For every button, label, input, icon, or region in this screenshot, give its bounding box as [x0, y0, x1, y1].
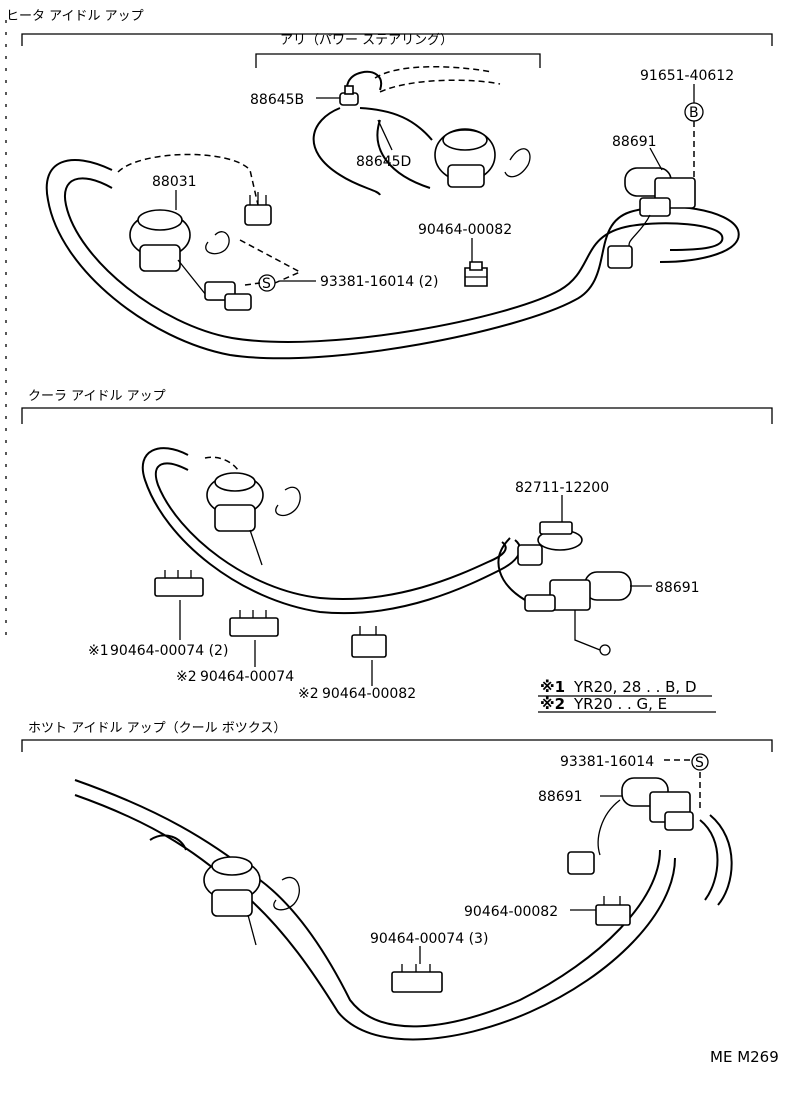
clip-90464-00074-a[interactable] — [154, 570, 204, 597]
note-underlines — [538, 695, 716, 713]
vacuum-hose-outer — [45, 159, 740, 360]
clip-90464-00074-b[interactable] — [229, 610, 279, 637]
clip-90464-00082-heater[interactable] — [464, 261, 488, 287]
callout-88691-hot: 88691 — [538, 789, 583, 805]
ps-hose-mid — [359, 107, 433, 141]
vacuum-hose-hot-outer — [74, 779, 661, 1028]
hose-clamp-82711[interactable] — [537, 521, 583, 551]
ps-idle-up-valve[interactable] — [434, 128, 531, 188]
model-notes: ※1 YR20, 28 . . B, D ※2 YR20 . . G, E — [538, 678, 716, 713]
hose-right-hot — [699, 814, 733, 906]
section-title-heater: ヒータ アイドル アップ — [6, 9, 144, 24]
callout-88645b: 88645B — [250, 92, 304, 108]
clip-90464-00074-hot[interactable] — [391, 964, 443, 993]
ps-hose-left — [312, 107, 381, 196]
bolt-b-marker: B — [684, 84, 704, 178]
svg-text:S: S — [262, 276, 271, 292]
leader-88691-heater — [649, 147, 663, 171]
section-cooler-idle-up: クーラ アイドル アップ — [21, 389, 773, 713]
callout-93381-16014-hot: 93381-16014 — [560, 754, 654, 770]
actuator-hot[interactable] — [203, 856, 300, 946]
vsv-88691-cooler[interactable] — [517, 544, 632, 656]
vacuum-hose-inner — [63, 177, 724, 343]
hose-stub-hot — [149, 834, 187, 851]
callout-90464-00082-hot: 90464-00082 — [464, 904, 558, 920]
callout-90464-00082-cooler: 90464-00082 — [322, 686, 416, 702]
callout-88691-heater: 88691 — [612, 134, 657, 150]
hose-to-vsv-cooler — [497, 537, 526, 601]
svg-text:B: B — [689, 105, 699, 121]
figure-ref-code: ME M269 — [710, 1048, 779, 1066]
callout-90464-00074: 90464-00074 — [200, 669, 294, 685]
section-hot-idle-up: ホツト アイドル アップ（クール ボツクス） — [21, 721, 773, 1041]
vsv-88691-heater[interactable] — [607, 167, 696, 269]
callout-88691-cooler: 88691 — [655, 580, 700, 596]
dashed-hose-ps-1 — [374, 66, 493, 79]
note-mark-2-b: ※2 — [298, 686, 319, 702]
callout-82711-12200: 82711-12200 — [515, 480, 609, 496]
svg-text:S: S — [695, 755, 704, 771]
callout-88031: 88031 — [152, 174, 197, 190]
clip-90464-00082-cooler[interactable] — [351, 626, 387, 658]
note2-text: YR20 . . G, E — [573, 695, 667, 713]
clip-90464-00082-hot[interactable] — [595, 896, 631, 926]
vacuum-hose-cooler-inner — [154, 462, 507, 600]
tee-joint-88645b[interactable] — [339, 85, 359, 106]
actuator-88031[interactable] — [129, 209, 252, 311]
dashed-hose-heater — [117, 153, 259, 206]
callout-90464-00074-3: 90464-00074 (3) — [370, 931, 488, 947]
vsv-88691-hot[interactable] — [567, 772, 701, 875]
note1-mark: ※1 — [540, 678, 565, 696]
note-mark-1-a: ※1 — [88, 643, 109, 659]
note2-mark: ※2 — [540, 695, 565, 713]
section-subtitle-power-steering: アリ（パワー ステアリング） — [280, 33, 453, 48]
note-mark-2-a: ※2 — [176, 669, 197, 685]
callout-88645d: 88645D — [356, 154, 411, 170]
section-heater-idle-up: ヒータ アイドル アップ アリ（パワー ステアリング） — [6, 9, 773, 360]
callout-90464-00082-heater: 90464-00082 — [418, 222, 512, 238]
actuator-cooler[interactable] — [206, 472, 301, 566]
section-title-hot: ホツト アイドル アップ（クール ボツクス） — [28, 721, 286, 736]
leader-88645d — [377, 119, 393, 151]
section-title-cooler: クーラ アイドル アップ — [28, 389, 166, 404]
section-bracket-cooler — [21, 407, 773, 424]
callout-91651-40612: 91651-40612 — [640, 68, 734, 84]
note1-text: YR20, 28 . . B, D — [573, 678, 697, 696]
subtitle-bracket — [255, 53, 541, 68]
section-bracket-hot — [21, 739, 773, 752]
dashed-hose-ps-2 — [379, 79, 501, 93]
section-bracket-heater — [21, 33, 773, 46]
hose-connector[interactable] — [244, 192, 272, 226]
callout-90464-00074-2: 90464-00074 (2) — [110, 643, 228, 659]
vacuum-hose-hot-inner — [74, 794, 676, 1041]
screw-s-marker-heater: S — [239, 239, 302, 292]
dashed-hose-cooler — [204, 456, 239, 471]
screw-s-marker-hot: S — [691, 753, 709, 771]
callout-93381-16014-2: 93381-16014 (2) — [320, 274, 438, 290]
ps-hose-88645d — [376, 119, 431, 189]
